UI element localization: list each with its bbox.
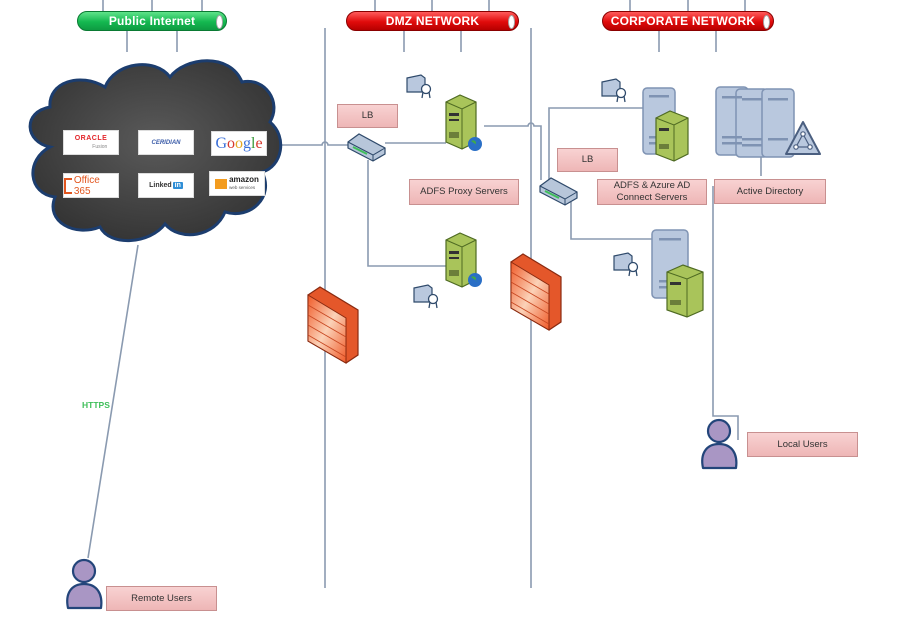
dmz-load-balancer-icon [347,133,386,162]
local-user-icon [701,418,738,470]
certificate-icon [406,74,432,99]
adfs-azure-label-line1: ADFS & Azure AD [613,180,691,191]
adfs-azure-server-1-icon [642,87,689,162]
amazon-subtext: web services [229,184,256,190]
public-internet-pipe: Public Internet [77,11,227,31]
linkedin-in-badge: in [172,182,183,189]
corp-load-balancer-icon [539,177,578,206]
adfs-azure-label-line2: Connect Servers [616,192,688,203]
amazon-text: amazon [229,174,259,184]
amazon-logo: amazon web services [209,171,265,196]
google-logo: Google [211,131,267,156]
office-icon [64,177,72,194]
adfs-azure-server-2-icon [651,229,704,318]
office365-text: Office 365 [73,174,100,197]
active-directory-icon [715,86,821,158]
pipe-end-cap [508,15,515,29]
corporate-network-pipe: CORPORATE NETWORK [602,11,774,31]
ceridian-text: CERIDIAN [151,139,181,146]
link-proxy1-to-corp-lb [484,122,542,180]
pipe-end-cap [216,15,223,29]
adfs-proxy-servers-label: ADFS Proxy Servers [409,179,519,205]
certificate-icon [601,78,627,103]
link-corp-lb-to-adfs2 [570,202,655,240]
link-cloud-to-remote-users [87,244,139,559]
oracle-subtext: Fusion [92,143,108,150]
oracle-text: ORACLE [74,134,108,142]
https-label: HTTPS [82,400,110,410]
firewall-1-icon [307,286,359,364]
remote-users-label: Remote Users [106,586,217,611]
active-directory-label: Active Directory [714,179,826,204]
link-dmz-lb-to-proxy2 [367,160,448,267]
local-users-label: Local Users [747,432,858,457]
aws-cube-icon [215,178,228,189]
link-ad-to-local-users [712,186,739,440]
link-cloud-to-dmz-lb [282,141,352,146]
certificate-icon [413,284,439,309]
office365-logo: Office 365 [63,173,119,198]
adfs-proxy-server-2-icon [445,232,482,288]
linkedin-text: Linked [149,182,172,189]
google-text: Google [215,134,263,152]
firewall-2-icon [510,253,562,331]
certificate-icon [613,252,639,277]
linkedin-logo: Linked in [138,173,194,198]
public-internet-label: Public Internet [108,14,196,28]
remote-user-icon [66,558,103,610]
corp-lb-label: LB [557,148,618,172]
oracle-logo: ORACLE Fusion [63,130,119,155]
corporate-network-label: CORPORATE NETWORK [610,14,756,28]
pipe-end-cap [763,15,770,29]
dmz-network-label: DMZ NETWORK [385,14,480,28]
dmz-lb-label: LB [337,104,398,128]
adfs-proxy-server-1-icon [445,94,482,151]
ceridian-logo: CERIDIAN [138,130,194,155]
dmz-network-pipe: DMZ NETWORK [346,11,519,31]
adfs-azure-ad-connect-label: ADFS & Azure AD Connect Servers [597,179,707,205]
link-corp-lb-to-adfs1 [548,107,645,180]
